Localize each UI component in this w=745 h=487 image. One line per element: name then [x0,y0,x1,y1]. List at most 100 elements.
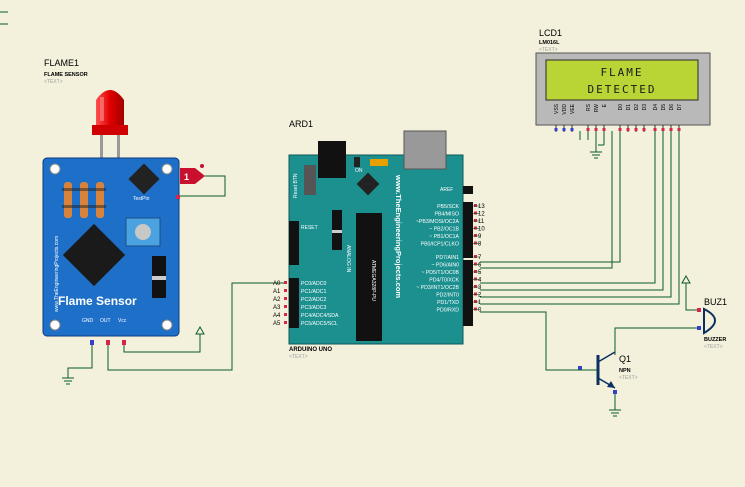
lcd-pin-marker[interactable] [594,128,598,131]
analog-pin-marker[interactable] [284,281,287,284]
lcd-power-wires [579,131,605,152]
lcd-line-1: FLAME [600,66,643,79]
digital-pin-label: PD4/T0/XCK [429,278,459,284]
digital-pin-marker[interactable] [474,262,477,266]
analog-pin-number: A3 [273,305,281,311]
analog-pin-number: A5 [273,321,281,327]
pin-gnd-marker[interactable] [90,340,94,345]
flame-ref-label: FLAME1 [44,58,79,68]
lcd-pin-label: D5 [661,104,667,111]
lcd-pin-marker[interactable] [653,128,657,131]
analog-in-label: ANALOG IN [345,245,351,273]
digital-pin-number: 1 [478,300,482,306]
lcd-pin-marker[interactable] [602,128,606,131]
digital-pin-label: ~ PD5/T1/OC0B [421,270,459,276]
digital-pin-marker[interactable] [474,241,477,245]
transistor-part-label: NPN [619,368,631,374]
lcd-pin-label: E [602,103,608,107]
lcd-pin-marker[interactable] [570,128,574,131]
lcd-pin-marker[interactable] [554,128,558,131]
digital-pin-marker[interactable] [474,211,477,215]
buzzer-vcc-wire [685,283,697,311]
digital-pin-number: 5 [478,270,482,276]
lcd-text-label: <TEXT> [539,47,558,53]
arduino-ref-label: ARD1 [289,119,313,129]
digital-pin-number: 7 [478,255,482,261]
digital-pin-number: 0 [478,308,482,314]
reset-btn-label: Reset BTN [293,173,299,198]
reset-button[interactable] [304,165,316,195]
lcd-ref-label: LCD1 [539,28,562,38]
lcd-pin-label: D1 [626,104,632,111]
lcd-pin-marker[interactable] [562,128,566,131]
transistor-ref-label: Q1 [619,354,631,364]
lcd-pin-marker[interactable] [618,128,622,131]
comparator-chip-icon [128,163,160,195]
digital-pin-marker[interactable] [474,204,477,207]
lcd-part-label: LM016L [539,40,560,46]
pin-out-label: OUT [100,318,111,324]
lcd-pin-marker[interactable] [586,128,590,131]
lcd-pin-label: D3 [642,104,648,111]
analog-pin-marker[interactable] [284,297,287,300]
lcd-pin-marker[interactable] [642,128,646,131]
arduino-text-label: <TEXT> [289,354,308,360]
digital-pin-marker[interactable] [474,270,477,273]
digital-pin-number: 13 [478,204,485,210]
analog-pin-marker[interactable] [284,313,287,316]
digital-pin-number: 11 [478,219,485,225]
aref-label: AREF [440,187,453,193]
digital-pin-marker[interactable] [474,292,477,296]
transistor[interactable]: Q1 NPN <TEXT> [578,351,638,394]
lcd-pin-marker[interactable] [669,128,673,131]
digital-pin-marker[interactable] [474,226,477,230]
digital-pin-marker[interactable] [474,277,477,281]
lcd-pin-marker[interactable] [677,128,681,131]
pin-vcc-marker[interactable] [122,340,126,345]
analog-pin-marker[interactable] [284,289,287,292]
logic-probe[interactable]: 1 [176,164,226,199]
arduino-uno[interactable]: ARD1 ARDUINO UNO <TEXT> ON Reset BTN RES… [273,119,485,360]
buzzer[interactable]: BUZ1 BUZZER <TEXT> [697,297,727,350]
lcd-pin-marker[interactable] [661,128,665,131]
digital-pin-label: ~ PB1/OC1A [429,234,459,240]
ground-icon [62,377,74,385]
flame-sensor[interactable]: FLAME1 FLAME SENSOR <TEXT> TestPin [42,58,180,345]
analog-pin-marker[interactable] [284,305,287,308]
main-chip-icon [62,223,126,287]
power-terminal-icon [195,325,205,335]
analog-pin-label: PC1/ADC1 [301,289,326,295]
mount-hole-icon [161,319,173,331]
analog-pin-marker[interactable] [284,321,287,324]
digital-pin-label: PD2/INT0 [436,293,459,299]
digital-pin-marker[interactable] [474,219,477,222]
mount-hole-icon [49,163,61,175]
analog-header [289,278,299,328]
d1-to-base-wire [480,311,598,371]
pin-out-marker[interactable] [106,340,110,345]
digital-pin-marker[interactable] [474,285,477,288]
power-jack-icon [318,141,346,178]
digital-pin-number: 8 [478,242,482,248]
digital-pin-label: PD0/RXD [437,308,460,314]
digital-pin-marker[interactable] [474,255,477,258]
digital-header-1 [463,202,473,258]
usb-port-icon [403,130,447,170]
lcd-pin-label: RW [594,104,600,113]
lcd-pin-label: D4 [653,104,659,111]
analog-pin-label: PC0/ADC0 [301,281,326,287]
digital-pin-marker[interactable] [474,307,477,311]
digital-pin-label: ~ PD6/AIN0 [431,263,459,269]
atmega-chip [356,213,382,341]
fuse-icon [370,159,388,166]
lcd-pin-marker[interactable] [626,128,630,131]
digital-pin-label: ~PB3/MOSI/OC2A [416,219,460,225]
digital-pin-marker[interactable] [474,300,477,303]
lcd-e-wire [480,131,613,269]
digital-pin-marker[interactable] [474,234,477,237]
digital-pin-number: 6 [478,263,482,269]
lcd-pin-marker[interactable] [634,128,638,131]
